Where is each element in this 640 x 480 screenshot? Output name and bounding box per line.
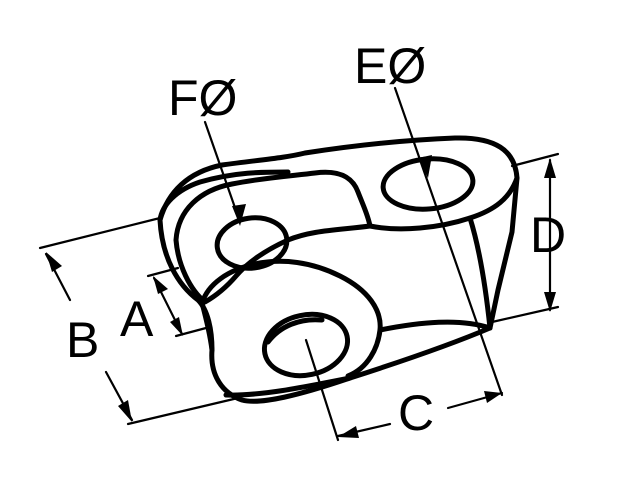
label-d: D: [530, 207, 566, 263]
clevis-part: [157, 135, 520, 404]
a-arrow-bottom: [170, 317, 183, 336]
label-f-diameter: FØ: [168, 70, 237, 126]
b-ext-top: [38, 216, 162, 250]
front-pin-hole-inner-edge: [265, 317, 325, 345]
label-c: C: [398, 385, 434, 441]
d-arrow-top: [544, 158, 556, 178]
a-arrow-top: [153, 276, 168, 294]
b-ext-bottom: [126, 396, 240, 426]
front-prong-bottom-edge: [223, 375, 353, 398]
c-arrow-right: [484, 391, 502, 403]
front-prong-top-face: [199, 258, 383, 379]
d-ext-top: [510, 152, 560, 168]
front-prong-side-face: [199, 300, 215, 353]
c-arrow-left: [338, 426, 359, 438]
a-ext-top: [146, 266, 180, 278]
dimension-lines: [38, 86, 560, 442]
b-arrow-top: [46, 252, 62, 272]
label-b: B: [66, 312, 99, 368]
label-e-diameter: EØ: [354, 38, 426, 94]
d-arrow-bottom: [544, 292, 556, 312]
front-pin-hole: [261, 311, 351, 379]
back-pin-hole: [214, 215, 290, 271]
back-prong-top-edge: [157, 169, 291, 223]
body-right-end-edge: [467, 215, 493, 331]
d-ext-bottom: [490, 305, 560, 324]
f-leader-arrow: [232, 204, 246, 226]
b-arrow-bottom: [118, 400, 132, 422]
label-a: A: [120, 291, 154, 347]
dimension-labels: FØ EØ A B C D: [66, 38, 566, 441]
front-hole-centerline: [304, 338, 340, 442]
f-leader-line: [203, 120, 242, 224]
e-leader-arrow: [418, 155, 432, 178]
body-bottom-edge: [377, 319, 493, 333]
e-leader-line: [393, 86, 504, 397]
a-ext-bottom: [174, 326, 208, 338]
